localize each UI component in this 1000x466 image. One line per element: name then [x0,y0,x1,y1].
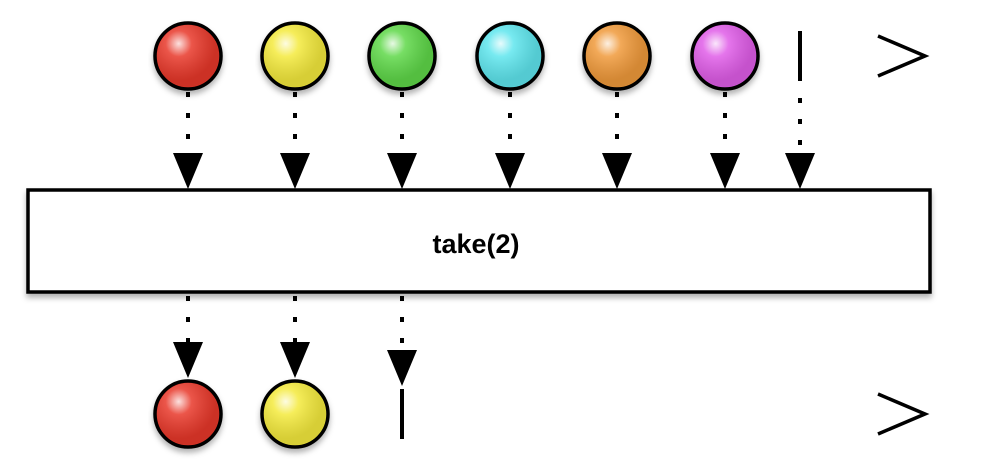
arrowhead-icon [785,153,815,189]
input-arrows [173,92,815,189]
marble [153,379,223,449]
marble [260,21,330,91]
timeline-arrowhead-icon [877,34,930,78]
arrowhead-icon [173,153,203,189]
arrowhead-icon [173,342,203,378]
input-timeline [30,21,930,91]
marble [690,21,760,91]
marble [153,21,223,91]
arrowhead-icon [387,153,417,189]
marble [582,21,652,91]
arrowhead-icon [387,350,417,386]
marble-highlight [479,25,541,87]
arrowhead-icon [280,342,310,378]
marble [367,21,437,91]
output-arrows [173,296,417,386]
marble-highlight [586,25,648,87]
operator-box: take(2) [26,188,932,294]
marble-highlight [264,25,326,87]
arrowhead-icon [710,153,740,189]
marble-highlight [157,25,219,87]
marble [260,379,330,449]
timeline-arrowhead-icon [877,392,930,436]
output-timeline [30,379,930,449]
marble-highlight [694,25,756,87]
arrowhead-icon [495,153,525,189]
marble [475,21,545,91]
marble-highlight [264,383,326,445]
marble-highlight [157,383,219,445]
operator-label: take(2) [432,229,519,259]
arrowhead-icon [280,153,310,189]
marble-highlight [371,25,433,87]
arrowhead-icon [602,153,632,189]
